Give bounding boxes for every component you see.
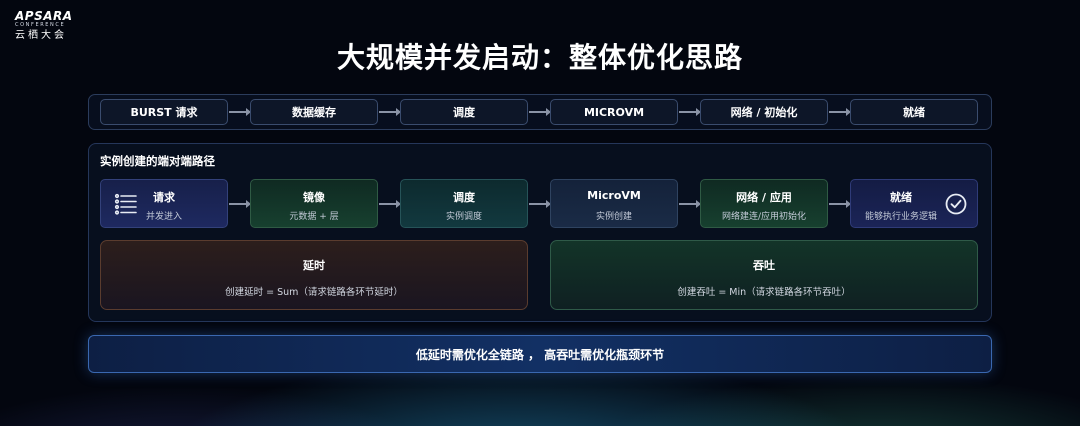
stage-sublabel: 并发进入 bbox=[145, 212, 182, 222]
pipeline-step-microvm: MICROVM bbox=[550, 99, 678, 125]
slide-title: 大规模并发启动：整体优化思路 bbox=[336, 41, 743, 74]
stage-ready: 就绪 能够执行业务逻辑 bbox=[850, 179, 978, 228]
arrow-icon bbox=[679, 108, 701, 116]
stage-request: 请求 并发进入 bbox=[100, 179, 228, 228]
latency-card: 延时 创建延时 = Sum（请求链路各环节延时） bbox=[100, 240, 528, 310]
logo-chinese: 云栖大会 bbox=[15, 30, 67, 41]
stage-network-app: 网络 / 应用 网络建连/应用初始化 bbox=[700, 179, 828, 228]
apsara-logo: APSARA CONFERENCE 云栖大会 bbox=[15, 10, 85, 42]
stage-label: 镜像 bbox=[303, 191, 325, 204]
logo-subtitle: CONFERENCE bbox=[15, 22, 66, 28]
arrow-icon bbox=[379, 108, 401, 116]
stage-image: 镜像 元数据 + 层 bbox=[250, 179, 378, 228]
arrow-icon bbox=[229, 200, 251, 208]
stage-schedule: 调度 实例调度 bbox=[400, 179, 528, 228]
throughput-formula: 创建吞吐 = Min（请求链路各环节吞吐） bbox=[677, 287, 851, 298]
stage-sublabel: 网络建连/应用初始化 bbox=[721, 212, 807, 222]
pipeline-step-burst: BURST 请求 bbox=[100, 99, 228, 125]
pipeline-step-cache: 数据缓存 bbox=[250, 99, 378, 125]
arrow-icon bbox=[529, 108, 551, 116]
stage-label: 就绪 bbox=[890, 191, 912, 204]
stage-sublabel: 元数据 + 层 bbox=[289, 212, 339, 222]
arrow-icon bbox=[529, 200, 551, 208]
stage-label: 网络 / 应用 bbox=[736, 191, 792, 204]
throughput-title: 吞吐 bbox=[753, 259, 775, 272]
stage-sublabel: 能够执行业务逻辑 bbox=[864, 212, 937, 222]
pipeline-step-ready: 就绪 bbox=[850, 99, 978, 125]
list-icon bbox=[114, 193, 137, 215]
check-circle-icon bbox=[945, 193, 967, 215]
throughput-card: 吞吐 创建吞吐 = Min（请求链路各环节吞吐） bbox=[550, 240, 978, 310]
pipeline-step-network: 网络 / 初始化 bbox=[700, 99, 828, 125]
stage-sublabel: 实例创建 bbox=[595, 212, 632, 222]
stage-microvm: MicroVM 实例创建 bbox=[550, 179, 678, 228]
stage-label: MicroVM bbox=[587, 189, 641, 202]
e2e-panel-title: 实例创建的端对端路径 bbox=[100, 154, 215, 168]
arrow-icon bbox=[379, 200, 401, 208]
conclusion-banner: 低延时需优化全链路 ， 高吞吐需优化瓶颈环节 bbox=[88, 335, 992, 373]
latency-title: 延时 bbox=[303, 259, 325, 272]
stage-label: 请求 bbox=[153, 191, 175, 204]
pipeline-step-schedule: 调度 bbox=[400, 99, 528, 125]
arrow-icon bbox=[679, 200, 701, 208]
arrow-icon bbox=[829, 108, 851, 116]
latency-formula: 创建延时 = Sum（请求链路各环节延时） bbox=[225, 287, 403, 298]
arrow-icon bbox=[829, 200, 851, 208]
logo-wordmark: APSARA bbox=[15, 9, 73, 23]
arrow-icon bbox=[229, 108, 251, 116]
stage-label: 调度 bbox=[453, 191, 475, 204]
stage-sublabel: 实例调度 bbox=[445, 212, 482, 222]
